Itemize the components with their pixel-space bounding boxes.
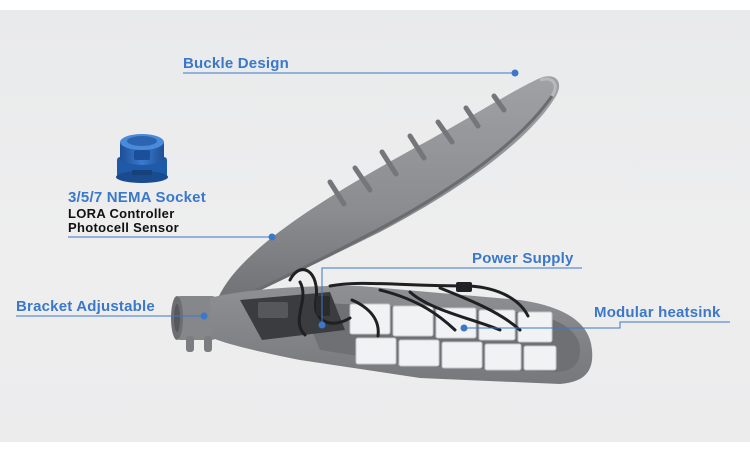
lid-cover bbox=[218, 76, 560, 302]
label-modular-heatsink: Modular heatsink bbox=[594, 304, 721, 321]
modular-heatsink-modules bbox=[349, 303, 557, 371]
label-bracket-adjustable: Bracket Adjustable bbox=[16, 298, 155, 315]
bracket bbox=[171, 296, 217, 352]
label-photocell-sensor: Photocell Sensor bbox=[68, 220, 179, 235]
callout-lines bbox=[16, 72, 730, 329]
photocell-sensor-icon bbox=[116, 134, 168, 183]
label-buckle-design: Buckle Design bbox=[183, 55, 289, 72]
callout-dots bbox=[200, 69, 519, 332]
label-power-supply: Power Supply bbox=[472, 250, 574, 267]
label-lora-controller: LORA Controller bbox=[68, 206, 175, 221]
label-nema-socket: 3/5/7 NEMA Socket bbox=[68, 189, 206, 206]
power-supply-wires bbox=[240, 268, 530, 340]
